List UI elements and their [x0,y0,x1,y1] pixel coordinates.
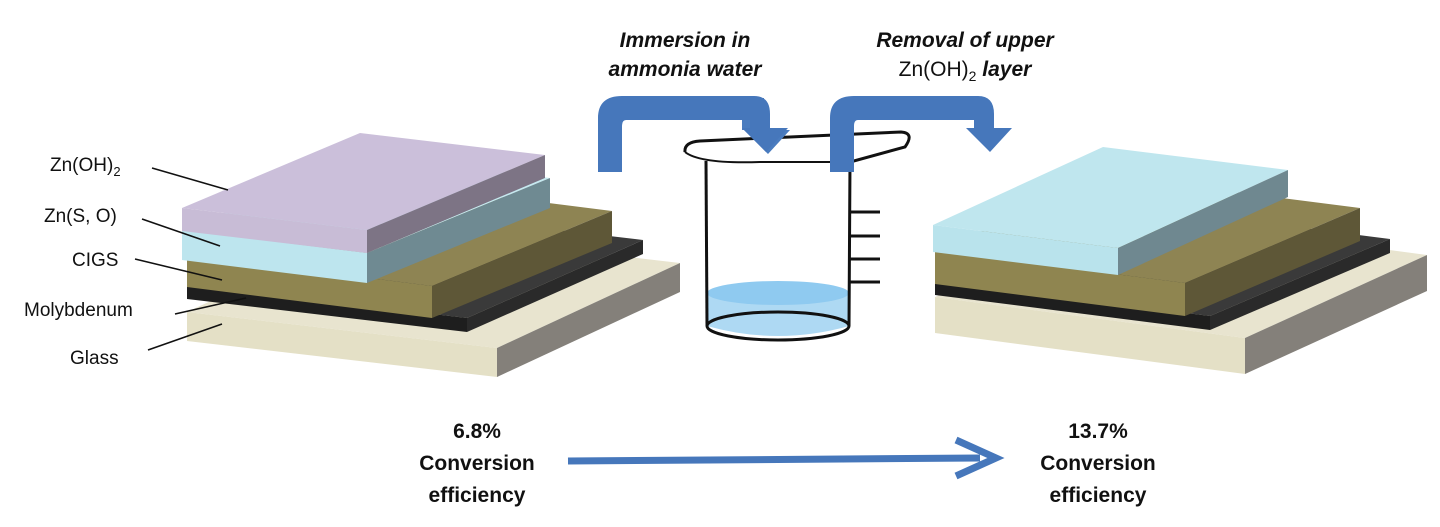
step-immersion-line2: ammonia water [608,58,762,81]
efficiency-after-value: 13.7% [1068,420,1128,443]
efficiency-after: 13.7% Conversion efficiency [998,416,1198,512]
label-zn-oh2: Zn(OH)2 [50,155,121,179]
efficiency-after-line2: Conversion [1040,452,1156,475]
right-zns-o-layer [933,147,1288,275]
beaker-water-surface [707,281,849,305]
efficiency-before: 6.8% Conversion efficiency [377,416,577,512]
step-immersion-line1: Immersion in [619,29,751,52]
step-removal-caption: Removal of upper Zn(OH)2 layer [850,26,1080,84]
leader-line-zns-o [141,218,221,247]
leader-line-zn-oh2 [151,167,229,191]
efficiency-before-line3: efficiency [428,484,526,507]
efficiency-after-line3: efficiency [1049,484,1147,507]
beaker-left-wall [704,160,709,327]
step-removal-line1: Removal of upper [876,29,1054,52]
leader-line-cigs [134,258,223,281]
beaker-graduations [849,210,880,284]
beaker [683,130,911,342]
beaker-rim-front [684,151,850,164]
label-cigs: CIGS [72,250,119,271]
beaker-rim [683,130,911,327]
label-molybdenum: Molybdenum [24,300,133,321]
immersion-arrow [598,96,790,172]
label-zns-o: Zn(S, O) [44,206,117,227]
left-layer-stack [182,133,680,377]
left-zn-oh2-layer [182,133,545,253]
efficiency-improvement-arrow [567,436,1005,480]
leader-lines [134,167,247,351]
beaker-base [705,310,851,342]
efficiency-before-value: 6.8% [453,420,501,443]
leader-line-glass [147,323,223,351]
step-removal-line2: Zn(OH)2 layer [898,58,1032,85]
label-glass: Glass [70,348,119,369]
right-layer-stack [933,147,1427,374]
efficiency-before-line2: Conversion [419,452,535,475]
step-immersion-caption: Immersion in ammonia water [590,26,780,84]
leader-line-molybdenum [174,297,247,315]
removal-arrow [830,96,1012,172]
